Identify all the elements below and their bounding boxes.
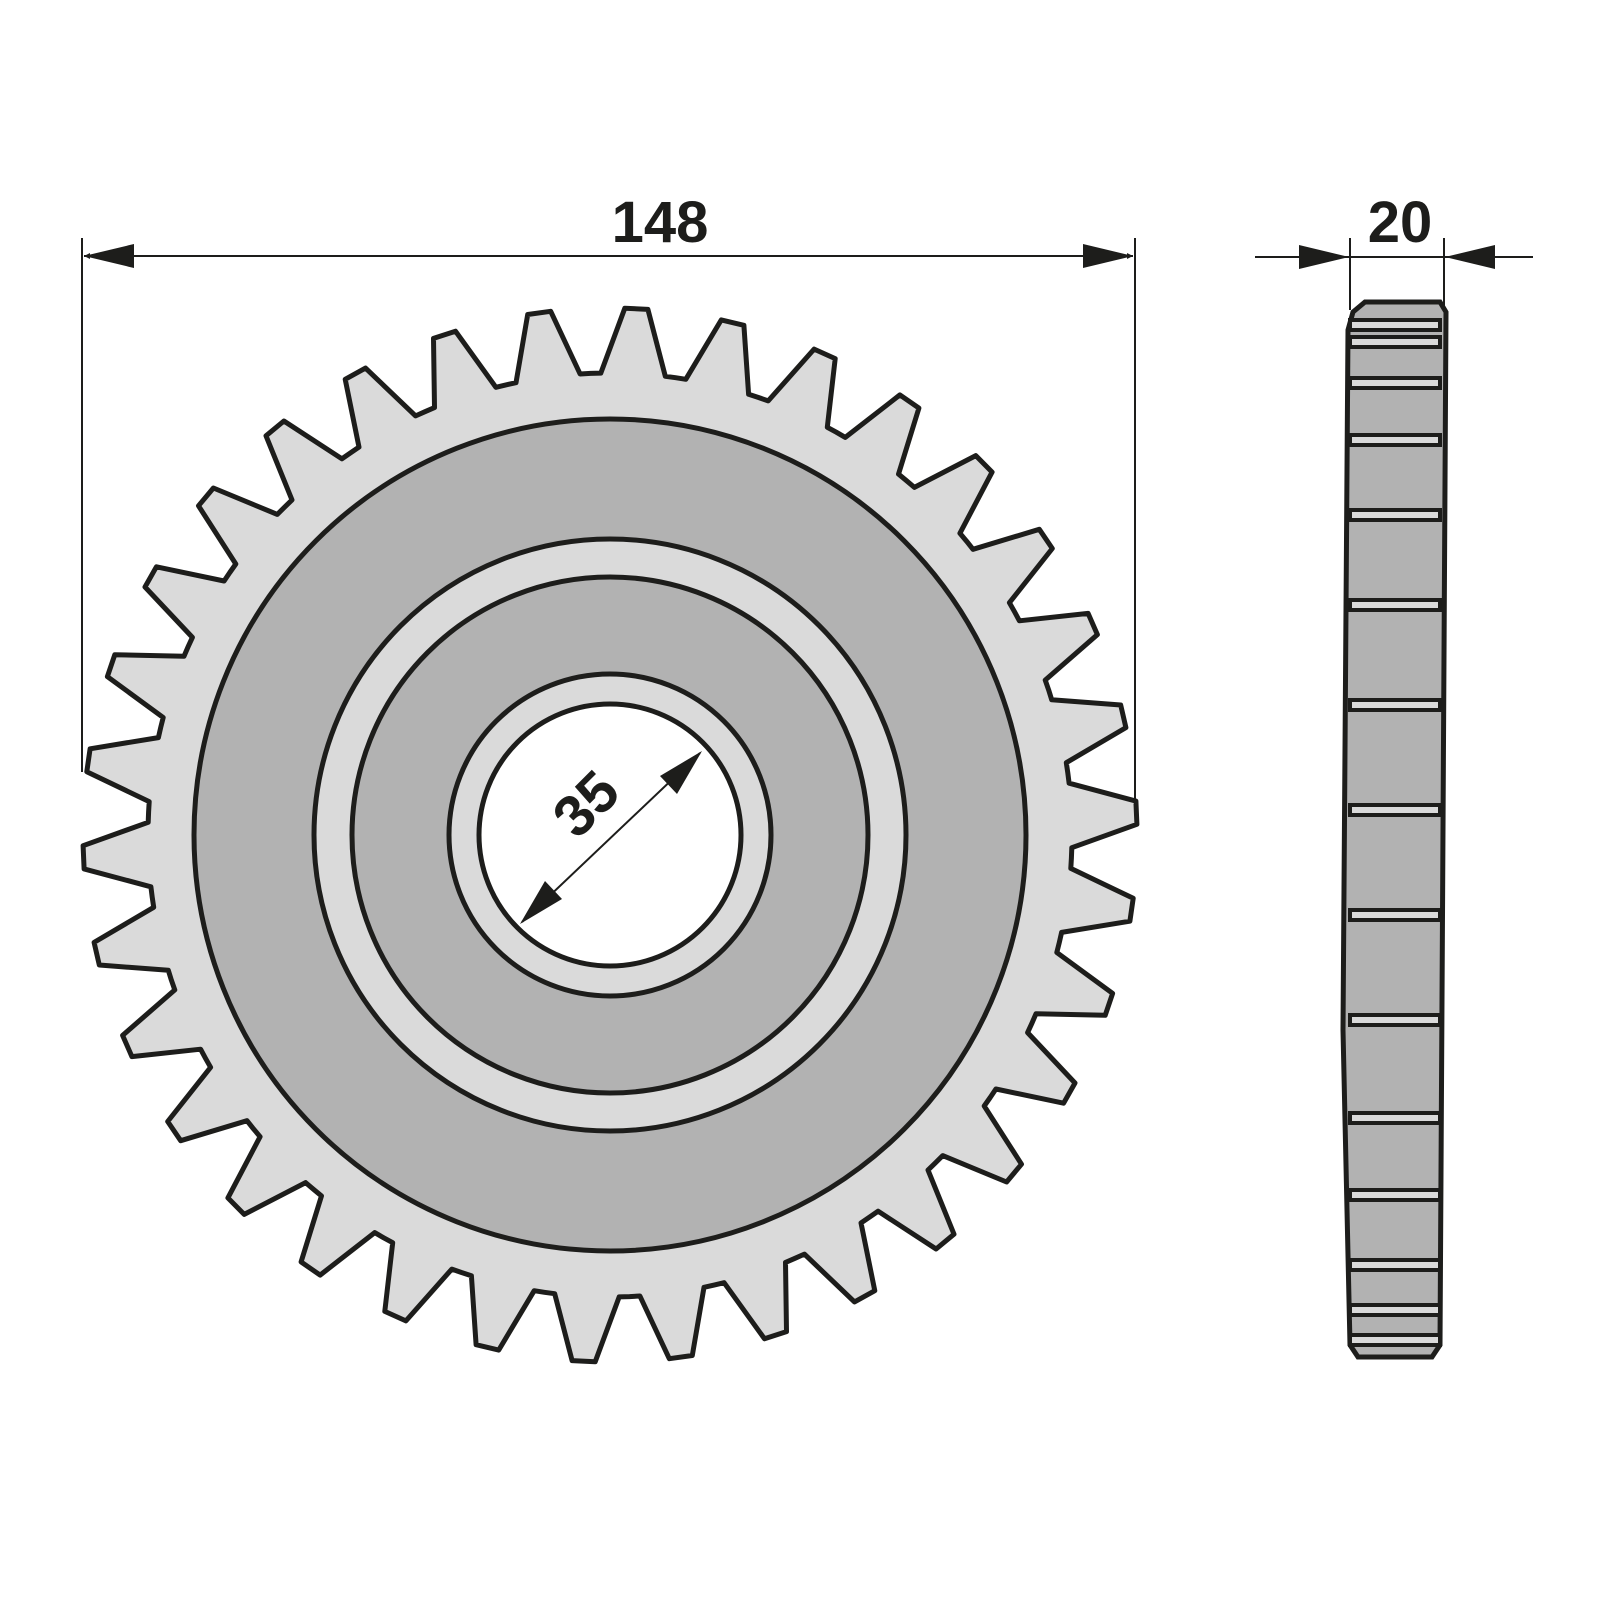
side-view-tooth-band — [1348, 803, 1442, 817]
diameter-dimension: 148 — [81, 190, 1136, 808]
side-view-tooth-band — [1348, 1303, 1442, 1317]
side-view-tooth-band — [1348, 318, 1442, 332]
bore-hole — [476, 701, 744, 969]
side-view-tooth-band — [1348, 508, 1442, 522]
side-view-tooth-band — [1348, 335, 1442, 349]
side-view-tooth-band — [1348, 1111, 1442, 1125]
side-view-tooth-band — [1348, 598, 1442, 612]
side-view-tooth-band — [1348, 908, 1442, 922]
side-view-tooth-band — [1348, 1013, 1442, 1027]
side-view-tooth-band — [1348, 433, 1442, 447]
gear-side-view — [1340, 299, 1449, 1360]
side-view-tooth-band — [1348, 1258, 1442, 1272]
side-view-tooth-band — [1348, 1333, 1442, 1347]
side-view-tooth-band — [1348, 1188, 1442, 1202]
thickness-dimension: 20 — [1255, 190, 1533, 310]
side-view-tooth-band — [1348, 376, 1442, 390]
thickness-label: 20 — [1368, 190, 1433, 255]
side-view-tooth-band — [1348, 698, 1442, 712]
diameter-label: 148 — [612, 190, 709, 255]
gear-front-view — [80, 305, 1140, 1365]
